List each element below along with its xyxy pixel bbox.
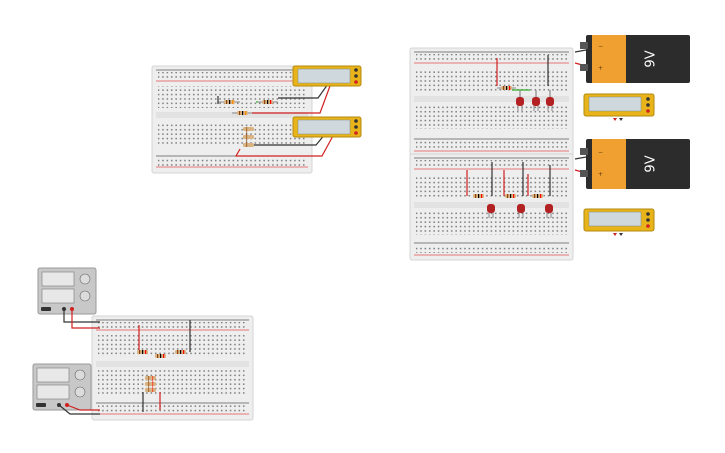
svg-text:−: −	[598, 149, 603, 156]
resistor-4-stack[interactable]	[145, 376, 156, 392]
resistor-1d[interactable]	[243, 127, 254, 147]
battery-label: 9V	[644, 50, 659, 67]
resistor-4c[interactable]	[175, 350, 186, 354]
wires-board-4	[58, 309, 191, 415]
resistor-1b[interactable]	[258, 100, 278, 104]
resistor-4a[interactable]	[137, 350, 148, 354]
resistor-4b[interactable]	[155, 354, 166, 358]
resistor-3a[interactable]	[473, 194, 484, 198]
breadboard-1[interactable]	[151, 65, 313, 174]
svg-text:−: −	[598, 43, 603, 50]
led-2a[interactable]	[516, 97, 524, 111]
resistor-3c[interactable]	[532, 194, 543, 198]
multimeter-1[interactable]	[292, 65, 362, 87]
breadboard-2[interactable]	[409, 47, 574, 157]
multimeter-3[interactable]	[583, 93, 655, 121]
battery-label: 9V	[644, 155, 659, 172]
svg-text:+: +	[598, 65, 603, 72]
svg-text:+: +	[598, 171, 603, 178]
resistor-2a[interactable]	[497, 86, 516, 90]
multimeter-2[interactable]	[292, 116, 362, 138]
breadboard-4[interactable]	[91, 315, 254, 421]
resistor-1c[interactable]	[232, 111, 252, 115]
battery-1[interactable]: − + 9V	[580, 35, 690, 83]
multimeter-4[interactable]	[583, 208, 655, 236]
led-3c[interactable]	[545, 204, 553, 218]
led-2b[interactable]	[532, 97, 540, 111]
resistor-3b[interactable]	[505, 194, 516, 198]
power-supply-1[interactable]	[37, 267, 97, 315]
battery-2[interactable]: − + 9V	[580, 139, 690, 189]
led-2c[interactable]	[546, 97, 554, 111]
wires-board-3	[466, 156, 587, 196]
power-supply-2[interactable]	[32, 363, 92, 411]
led-3a[interactable]	[487, 204, 495, 218]
led-3b[interactable]	[517, 204, 525, 218]
resistor-1a[interactable]	[218, 100, 240, 104]
